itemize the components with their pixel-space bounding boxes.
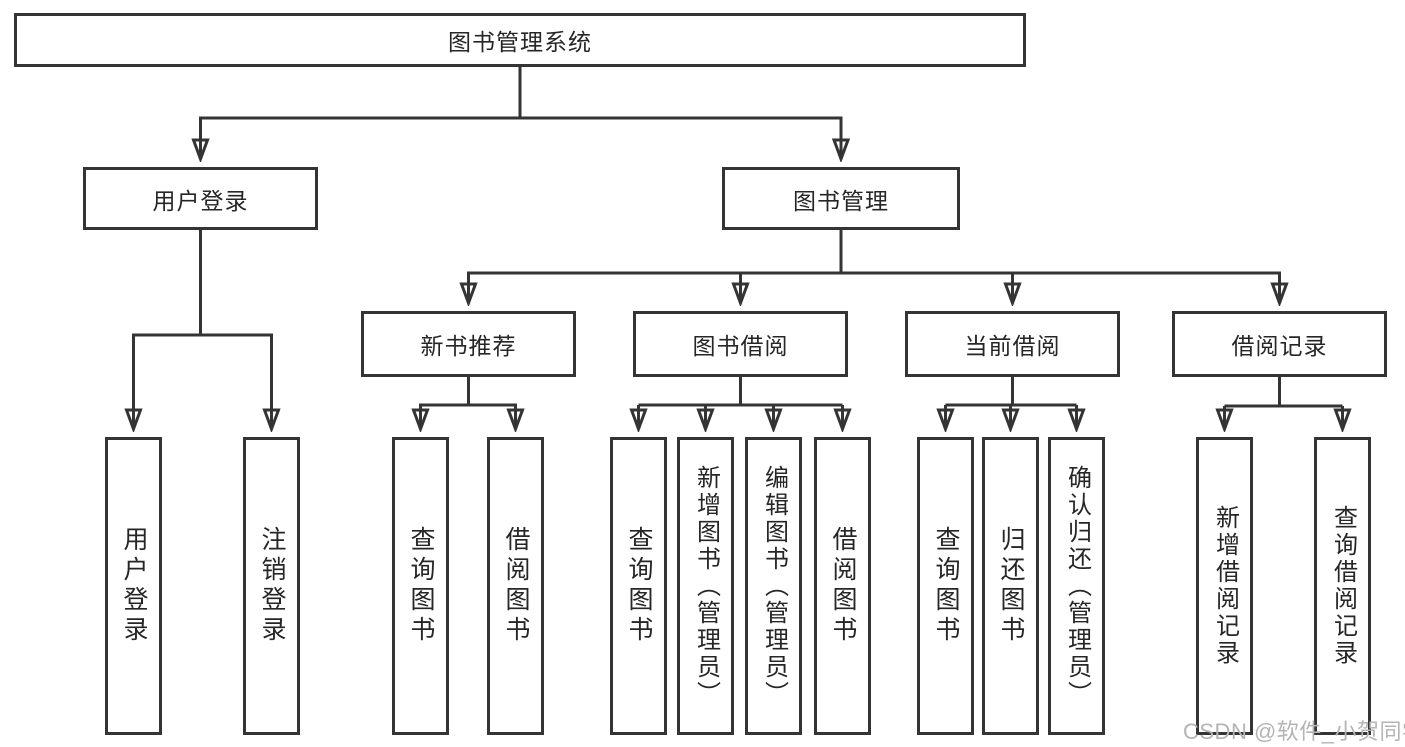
- leaf-logout-login-label: 注销登录: [258, 526, 286, 646]
- node-current-borrow-label: 当前借阅: [964, 333, 1061, 359]
- leaf-recommend-query-book: 查询图书: [392, 437, 449, 735]
- leaf-current-return-book: 归还图书: [982, 437, 1039, 735]
- leaf-current-confirm-return-admin: 确认归还（管理员）: [1048, 437, 1105, 735]
- leaf-current-return-book-label: 归还图书: [997, 526, 1025, 646]
- node-book-management: 图书管理: [722, 167, 960, 230]
- leaf-recommend-borrow-book: 借阅图书: [487, 437, 544, 735]
- leaf-records-add-record-label: 新增借阅记录: [1211, 505, 1239, 667]
- leaf-borrow-borrow-book: 借阅图书: [814, 437, 871, 735]
- leaf-user-login: 用户登录: [105, 437, 162, 735]
- leaf-borrow-borrow-book-label: 借阅图书: [829, 526, 857, 646]
- leaf-borrow-add-book-admin-label: 新增图书（管理员）: [692, 464, 720, 708]
- leaf-logout-login: 注销登录: [243, 437, 300, 735]
- node-root-system: 图书管理系统: [14, 13, 1026, 67]
- node-user-login-label: 用户登录: [152, 187, 249, 214]
- leaf-borrow-query-book-label: 查询图书: [625, 526, 653, 646]
- leaf-recommend-borrow-book-label: 借阅图书: [502, 526, 530, 646]
- leaf-borrow-edit-book-admin-label: 编辑图书（管理员）: [760, 464, 788, 708]
- leaf-borrow-query-book: 查询图书: [610, 437, 667, 735]
- node-new-book-recommend-label: 新书推荐: [420, 333, 517, 359]
- leaf-borrow-edit-book-admin: 编辑图书（管理员）: [745, 437, 802, 735]
- leaf-current-confirm-return-admin-label: 确认归还（管理员）: [1063, 464, 1091, 708]
- leaf-records-add-record: 新增借阅记录: [1196, 437, 1253, 735]
- leaf-records-query-record-label: 查询借阅记录: [1329, 505, 1357, 667]
- leaf-recommend-query-book-label: 查询图书: [407, 526, 435, 646]
- leaf-borrow-add-book-admin: 新增图书（管理员）: [677, 437, 734, 735]
- node-book-management-label: 图书管理: [793, 187, 889, 214]
- node-book-borrow-label: 图书借阅: [692, 333, 789, 359]
- node-user-login: 用户登录: [83, 167, 318, 230]
- leaf-records-query-record: 查询借阅记录: [1314, 437, 1371, 735]
- node-borrow-records-label: 借阅记录: [1231, 333, 1328, 359]
- node-current-borrow: 当前借阅: [905, 311, 1120, 377]
- node-root-label: 图书管理系统: [448, 29, 592, 55]
- csdn-watermark: CSDN @软件_小贺同学: [1183, 719, 1405, 744]
- leaf-current-query-book: 查询图书: [917, 437, 974, 735]
- leaf-user-login-label: 用户登录: [120, 526, 148, 646]
- node-new-book-recommend: 新书推荐: [361, 311, 576, 377]
- node-borrow-records: 借阅记录: [1172, 311, 1387, 377]
- node-book-borrow: 图书借阅: [633, 311, 848, 377]
- leaf-current-query-book-label: 查询图书: [932, 526, 960, 646]
